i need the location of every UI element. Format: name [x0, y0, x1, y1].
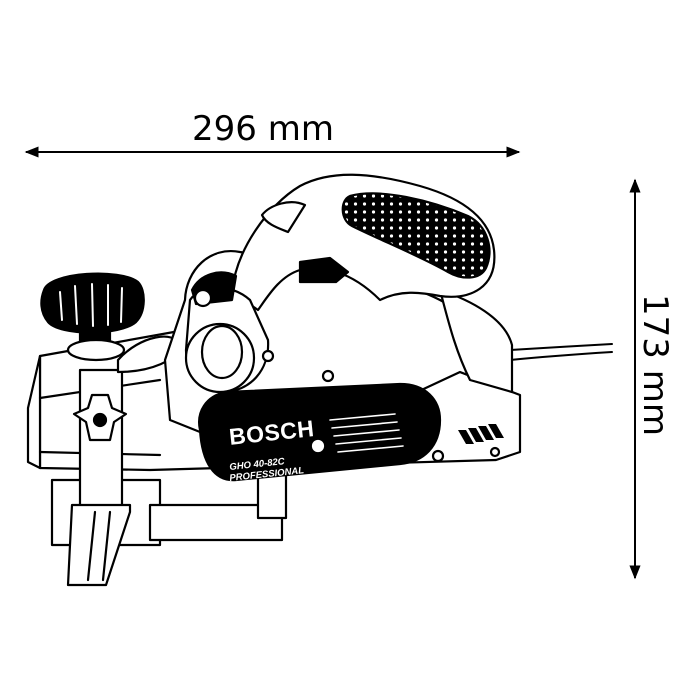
height-dimension-label: 173 mm	[635, 294, 675, 436]
screw	[261, 349, 275, 363]
side-belt-cover	[198, 382, 442, 482]
handle-grip	[341, 192, 491, 279]
trigger-switch	[298, 256, 350, 284]
power-cord	[509, 343, 613, 351]
width-dimension-label: 296 mm	[192, 109, 334, 149]
rear-vents	[458, 424, 504, 444]
cover-vents	[329, 413, 404, 453]
planer-body	[26, 173, 613, 587]
